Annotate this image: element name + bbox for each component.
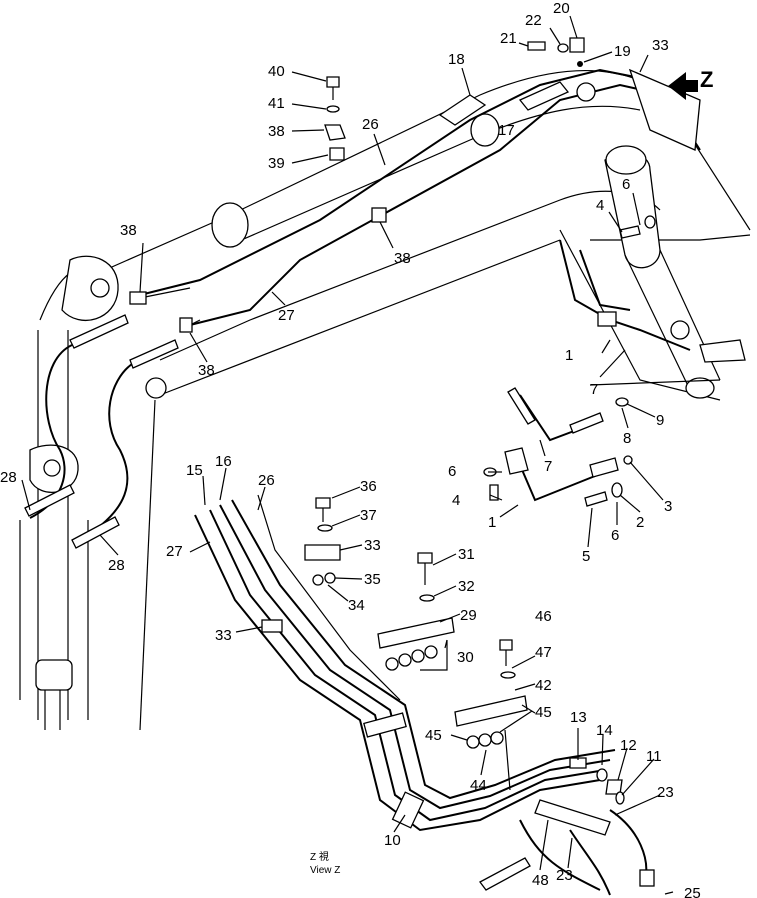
label-37: 37 bbox=[360, 507, 377, 524]
label-25: 25 bbox=[684, 885, 701, 898]
label-22: 22 bbox=[525, 12, 542, 29]
label-31: 31 bbox=[458, 546, 475, 563]
label-27-upper: 27 bbox=[278, 307, 295, 324]
label-45-left: 45 bbox=[425, 727, 442, 744]
label-18: 18 bbox=[448, 51, 465, 68]
label-16: 16 bbox=[215, 453, 232, 470]
label-21: 21 bbox=[500, 30, 517, 47]
label-3: 3 bbox=[664, 498, 672, 515]
label-33-upper: 33 bbox=[652, 37, 669, 54]
label-6-top: 6 bbox=[622, 176, 630, 193]
label-29: 29 bbox=[460, 607, 477, 624]
view-caption-line2: View Z bbox=[310, 865, 340, 876]
label-15: 15 bbox=[186, 462, 203, 479]
label-6-lower: 6 bbox=[611, 527, 619, 544]
label-12: 12 bbox=[620, 737, 637, 754]
label-10: 10 bbox=[384, 832, 401, 849]
label-38-clamp: 38 bbox=[268, 123, 285, 140]
view-z-arrow: Z bbox=[668, 67, 713, 100]
small-parts bbox=[304, 37, 625, 805]
label-4-left: 4 bbox=[452, 492, 460, 509]
label-35: 35 bbox=[364, 571, 381, 588]
label-28-right: 28 bbox=[108, 557, 125, 574]
part-labels: 40 41 38 39 26 18 17 21 22 20 19 33 38 3… bbox=[0, 0, 701, 898]
label-30: 30 bbox=[457, 649, 474, 666]
label-44: 44 bbox=[470, 777, 487, 794]
label-23-right: 23 bbox=[657, 784, 674, 801]
label-1-lower: 1 bbox=[488, 514, 496, 531]
label-8: 8 bbox=[623, 430, 631, 447]
label-40: 40 bbox=[268, 63, 285, 80]
label-26-lower: 26 bbox=[258, 472, 275, 489]
label-2: 2 bbox=[636, 514, 644, 531]
label-38-left: 38 bbox=[120, 222, 137, 239]
label-34: 34 bbox=[348, 597, 365, 614]
boom-structure bbox=[19, 69, 751, 731]
label-17: 17 bbox=[498, 122, 515, 139]
label-38-lower: 38 bbox=[198, 362, 215, 379]
label-28-left: 28 bbox=[0, 469, 17, 486]
label-11: 11 bbox=[646, 748, 662, 765]
label-4-top: 4 bbox=[596, 197, 604, 214]
label-39: 39 bbox=[268, 155, 285, 172]
label-42: 42 bbox=[535, 677, 552, 694]
label-45-right: 45 bbox=[535, 704, 552, 721]
label-9: 9 bbox=[656, 412, 664, 429]
label-33-mid: 33 bbox=[364, 537, 381, 554]
label-23-lower: 23 bbox=[556, 867, 573, 884]
label-7-top: 7 bbox=[590, 381, 598, 398]
upper-pipes bbox=[24, 68, 746, 549]
label-1-top: 1 bbox=[565, 347, 573, 364]
label-36: 36 bbox=[360, 478, 377, 495]
label-46: 46 bbox=[535, 608, 552, 625]
label-48: 48 bbox=[532, 872, 549, 889]
label-13: 13 bbox=[570, 709, 587, 726]
label-5: 5 bbox=[582, 548, 590, 565]
label-20: 20 bbox=[553, 0, 570, 17]
label-14: 14 bbox=[596, 722, 613, 739]
label-7-lower: 7 bbox=[544, 458, 552, 475]
label-38-mid: 38 bbox=[394, 250, 411, 267]
view-caption-line1: Z 視 bbox=[310, 850, 329, 863]
view-title: Z bbox=[700, 67, 713, 92]
label-27-lower: 27 bbox=[166, 543, 183, 560]
view-caption: Z 視 View Z bbox=[310, 850, 340, 876]
label-19: 19 bbox=[614, 43, 631, 60]
label-26-upper: 26 bbox=[362, 116, 379, 133]
label-32: 32 bbox=[458, 578, 475, 595]
leader-lines bbox=[21, 15, 674, 895]
label-33-lower: 33 bbox=[215, 627, 232, 644]
label-47: 47 bbox=[535, 644, 552, 661]
lower-pipe-bundle bbox=[194, 494, 655, 896]
exploded-pipes bbox=[483, 215, 721, 507]
label-6-left: 6 bbox=[448, 463, 456, 480]
label-41: 41 bbox=[268, 95, 285, 112]
